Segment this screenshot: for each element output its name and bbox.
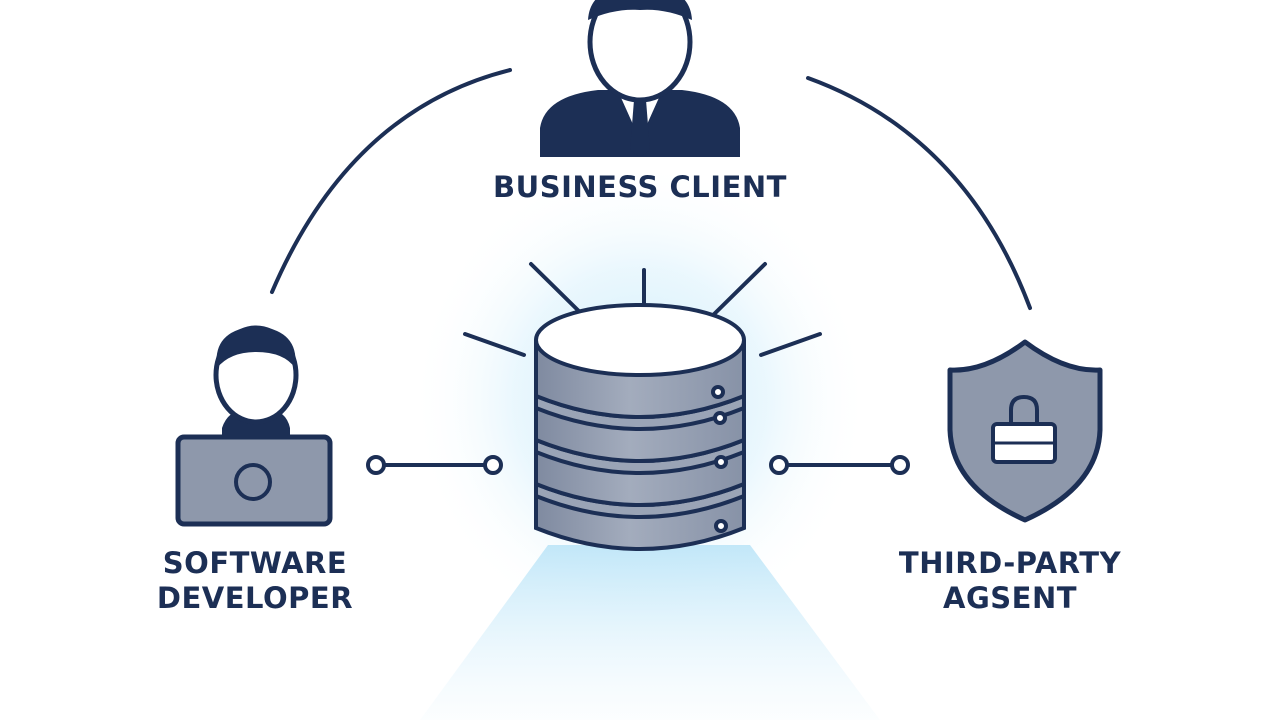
database-server-icon [534,303,746,551]
business-client-label: BUSINESS CLIENT [493,170,787,204]
third-party-agent-label-line1: THIRD-PARTY [898,546,1122,580]
software-developer-label-line1: SOFTWARE [162,546,348,580]
third-party-agent-label: THIRD-PARTY AGSENT [860,546,1160,616]
database-light-beam [420,545,880,720]
software-developer-label: SOFTWARE DEVELOPER [110,546,400,616]
third-party-agent-label-line2: AGSENT [943,580,1077,615]
software-developer-label-line2: DEVELOPER [156,580,354,615]
connector-right [769,455,910,475]
connector-left [366,455,503,475]
businessman-icon [540,0,740,157]
developer-laptop-icon [175,325,333,527]
shield-lock-icon [947,339,1103,523]
arc-right [806,76,1032,310]
arc-left [270,68,512,294]
